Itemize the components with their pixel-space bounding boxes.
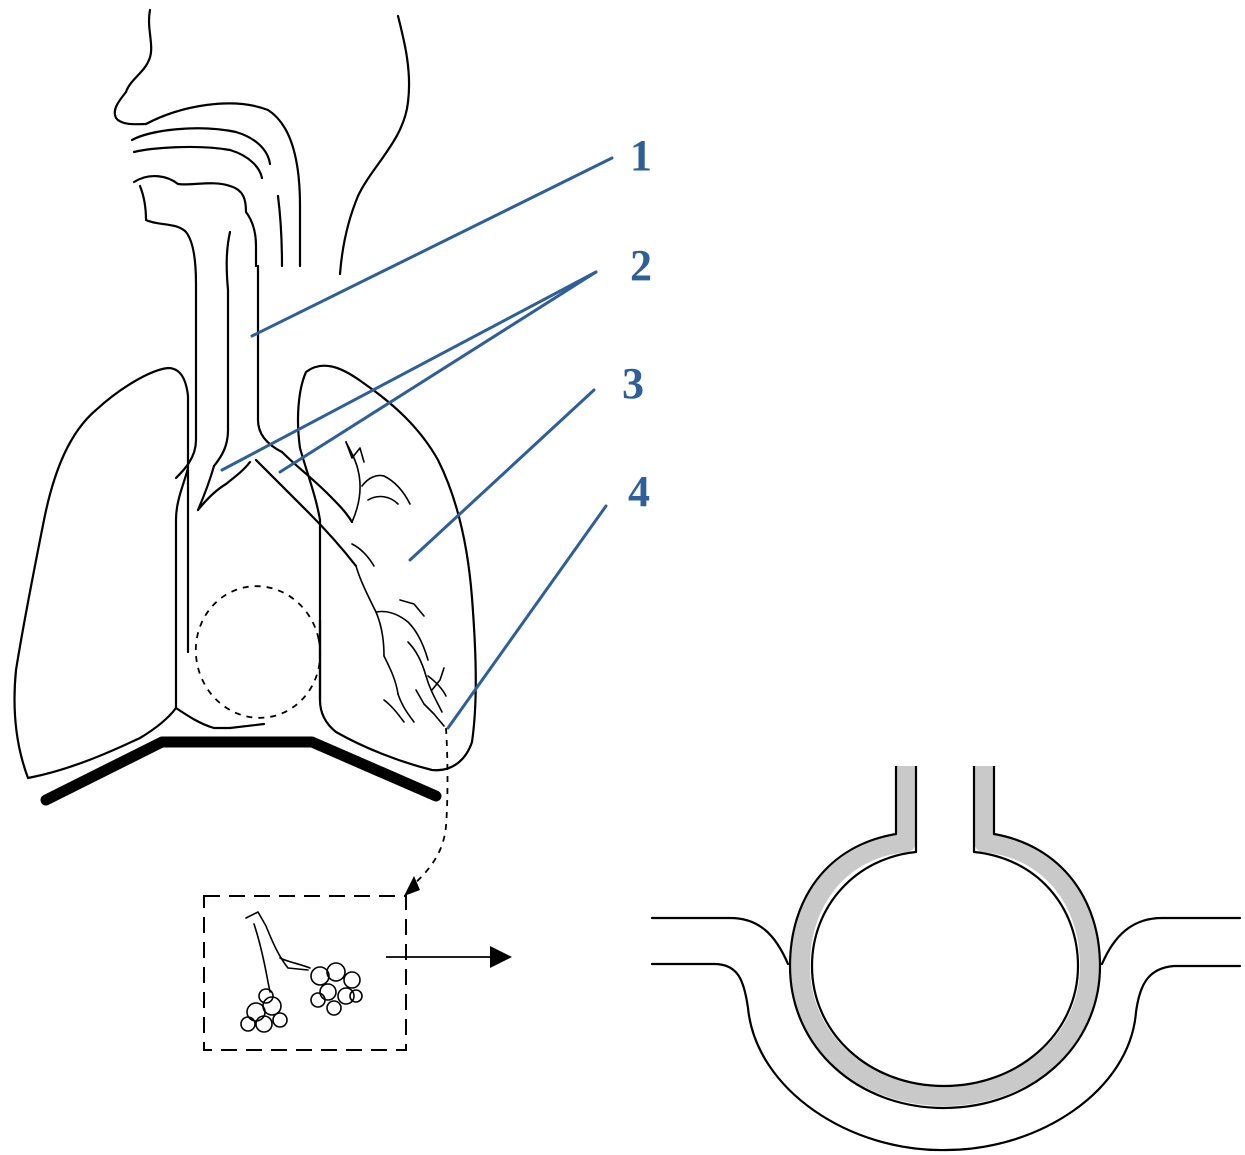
alveolar-cluster-1 xyxy=(241,989,287,1032)
leader-1 xyxy=(252,158,612,336)
alveolar-cluster-2 xyxy=(311,963,362,1015)
alveoli-inset xyxy=(204,896,406,1050)
inset-frame xyxy=(204,896,406,1050)
leader-4 xyxy=(448,506,606,728)
alveolar-sacs xyxy=(241,912,362,1032)
magnify-arrow xyxy=(386,946,512,968)
label-leaders xyxy=(222,158,612,728)
label-1: 1 xyxy=(630,131,652,180)
leader-3 xyxy=(410,390,594,560)
diaphragm xyxy=(46,742,436,800)
zoom-path xyxy=(412,728,448,886)
leader-2b xyxy=(280,272,596,472)
left-lung xyxy=(15,368,251,778)
trachea xyxy=(176,232,282,478)
capillary-lower-wall xyxy=(652,964,1240,1150)
bronchial-tree xyxy=(346,442,446,726)
label-2: 2 xyxy=(630,241,652,290)
alveolus-cross-section xyxy=(652,766,1240,1150)
right-lung xyxy=(298,366,476,771)
labels: 1 2 3 4 xyxy=(622,131,652,516)
heart-outline xyxy=(184,575,333,730)
label-3: 3 xyxy=(622,359,644,408)
zoom-arrowhead xyxy=(404,876,420,896)
capillary-upper-wall xyxy=(652,918,788,964)
head-outline xyxy=(115,10,409,284)
label-4: 4 xyxy=(628,467,650,516)
